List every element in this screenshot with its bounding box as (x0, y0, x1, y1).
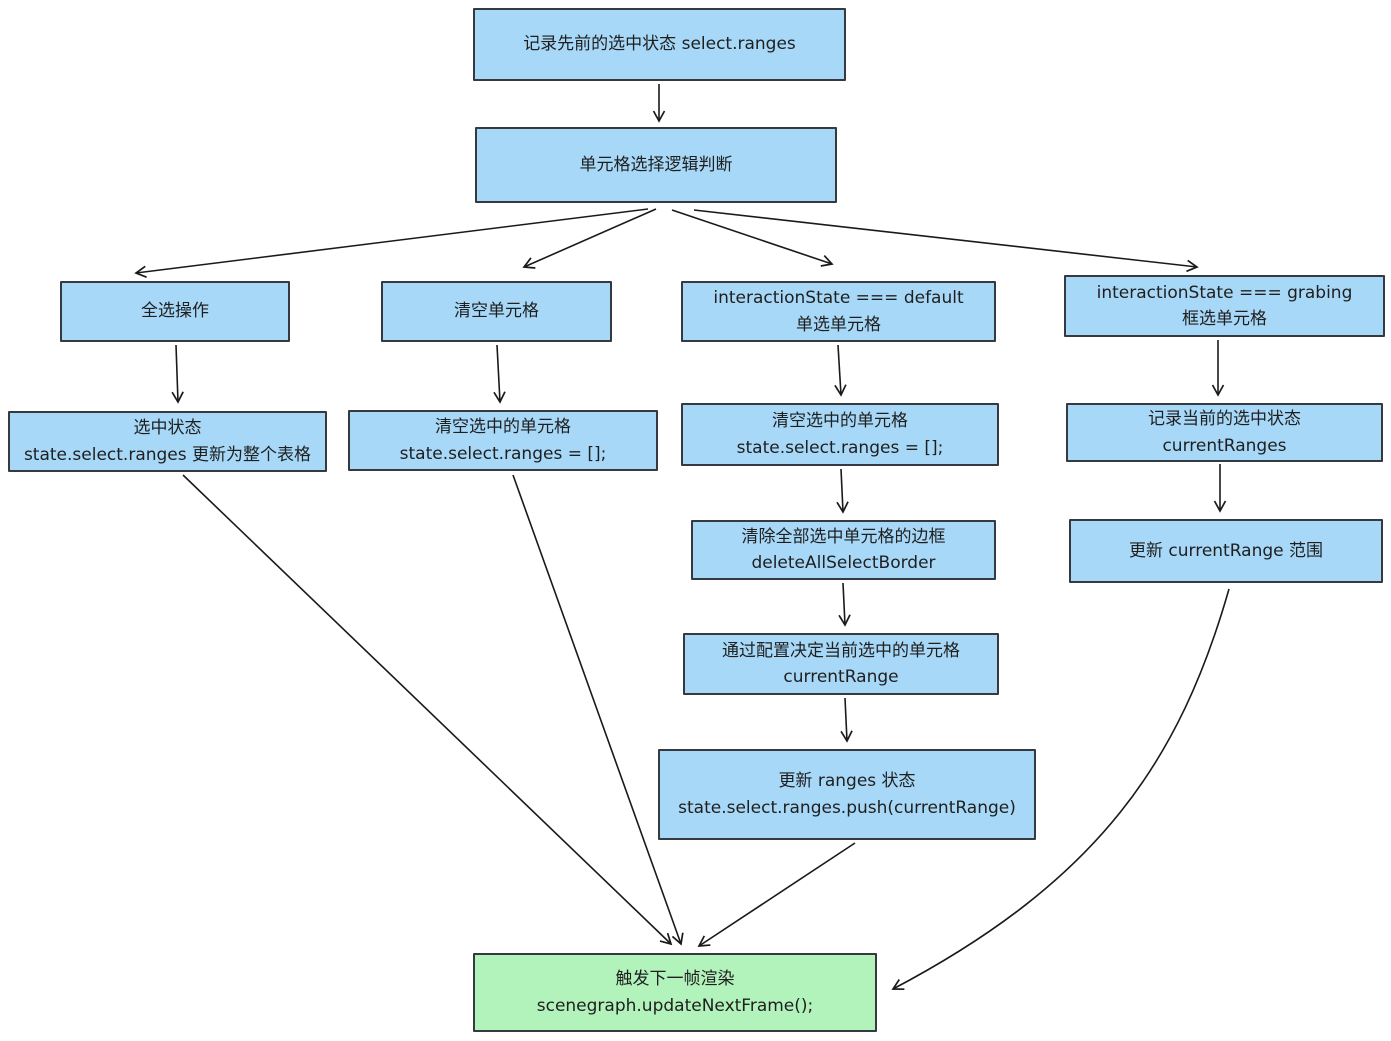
node-text: scenegraph.updateNextFrame(); (536, 995, 814, 1016)
node-text: state.select.ranges = []; (736, 437, 944, 458)
node-text: 全选操作 (141, 301, 209, 322)
node-single-select: interactionState === default 单选单元格 (681, 281, 996, 342)
arrow-push-to-render (697, 842, 856, 947)
arrow-logic-to-select-all (134, 208, 649, 279)
node-decide-current-range: 通过配置决定当前选中的单元格 currentRange (683, 633, 999, 695)
node-clear-selected-cells-left: 清空选中的单元格 state.select.ranges = []; (348, 410, 658, 471)
node-record-current-selection: 记录当前的选中状态 currentRanges (1066, 403, 1383, 462)
node-cell-selection-logic: 单元格选择逻辑判断 (475, 127, 837, 203)
node-text: 清空单元格 (454, 301, 539, 322)
arrow-select-all-down (171, 344, 184, 404)
node-text: state.select.ranges 更新为整个表格 (23, 444, 312, 465)
arrow-clear-cells-down (493, 344, 506, 404)
arrow-logic-to-clear-cells (522, 208, 657, 269)
node-text: 单选单元格 (796, 314, 881, 335)
node-text: state.select.ranges = []; (399, 443, 607, 464)
node-text: 更新 ranges 状态 (778, 771, 916, 792)
arrow-single-select-down (834, 344, 847, 397)
node-trigger-next-frame-render: 触发下一帧渲染 scenegraph.updateNextFrame(); (473, 953, 877, 1032)
node-text: 清空选中的单元格 (772, 411, 908, 432)
node-push-ranges: 更新 ranges 状态 state.select.ranges.push(cu… (658, 749, 1036, 840)
arrow-clear-mid-to-delete-border (836, 468, 849, 514)
node-brush-select: interactionState === grabing 框选单元格 (1064, 275, 1385, 337)
node-selected-state-update: 选中状态 state.select.ranges 更新为整个表格 (8, 411, 327, 472)
node-text: interactionState === default (713, 288, 964, 309)
node-text: 通过配置决定当前选中的单元格 (722, 640, 960, 661)
node-text: currentRanges (1162, 435, 1287, 456)
node-text: 清除全部选中单元格的边框 (741, 526, 946, 547)
node-text: 清空选中的单元格 (435, 417, 571, 438)
node-text: deleteAllSelectBorder (751, 553, 936, 573)
arrow-delete-border-to-decide (838, 582, 851, 627)
node-delete-all-select-border: 清除全部选中单元格的边框 deleteAllSelectBorder (691, 520, 996, 580)
node-record-previous-selection: 记录先前的选中状态 select.ranges (473, 8, 846, 81)
node-text: 触发下一帧渲染 (615, 969, 735, 990)
node-text: interactionState === grabing (1096, 282, 1353, 303)
node-update-current-range: 更新 currentRange 范围 (1069, 519, 1383, 583)
node-text: 选中状态 (133, 418, 202, 439)
node-text: 单元格选择逻辑判断 (579, 154, 733, 175)
arrow-clear-left-to-render (512, 474, 684, 946)
arrow-update-range-to-render (891, 588, 1230, 991)
node-text: 更新 currentRange 范围 (1128, 540, 1323, 561)
arrow-logic-to-single-select (671, 209, 834, 267)
node-clear-selected-cells-mid: 清空选中的单元格 state.select.ranges = []; (681, 403, 999, 466)
node-text: 记录先前的选中状态 select.ranges (523, 34, 796, 55)
node-text: 框选单元格 (1182, 309, 1267, 329)
node-text: 记录当前的选中状态 (1148, 409, 1301, 430)
arrow-decide-to-push (840, 697, 853, 743)
node-clear-cells: 清空单元格 (381, 281, 612, 342)
node-select-all: 全选操作 (60, 281, 290, 342)
node-text: state.select.ranges.push(currentRange) (678, 797, 1016, 818)
arrow-logic-to-brush-select (693, 209, 1199, 273)
arrow-selected-state-to-render (182, 474, 673, 946)
node-text: currentRange (783, 667, 899, 687)
